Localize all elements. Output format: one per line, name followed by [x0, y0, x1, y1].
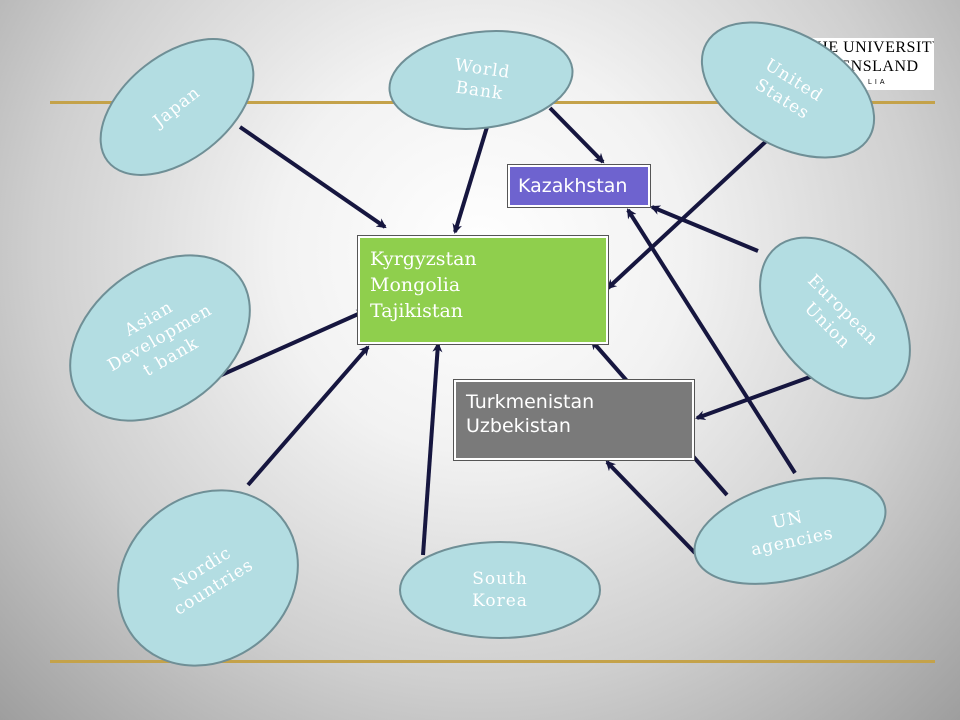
target-kyrgyzstan-mongolia-tajikistan: Kyrgyzstan Mongolia Tajikistan [357, 235, 609, 345]
arrow-eu-to-kazakhstan [650, 205, 759, 253]
arrow-south_korea-to-central [421, 342, 443, 556]
donor-ellipse-united-states [700, 21, 876, 159]
donor-ellipse-eu [759, 236, 911, 400]
arrow-world_bank-to-kazakhstan [548, 106, 605, 164]
donor-ellipse-adb [69, 254, 251, 422]
arrow-adb-to-central [207, 309, 367, 383]
bottom-rule [50, 660, 935, 663]
donor-label-south-korea: South Korea [472, 569, 528, 611]
logo-line-1: THE UNIVERSITY [806, 39, 934, 56]
arrow-un-to-kazakhstan [626, 208, 797, 475]
arrow-un-to-turkmen [605, 460, 697, 555]
arrow-eu-to-turkmen [695, 371, 822, 420]
arrow-nordic-to-central [246, 345, 370, 487]
donor-label-world-bank: World Bank [453, 55, 512, 105]
donor-ellipse-un [693, 477, 887, 585]
donor-ellipse-japan [99, 38, 255, 176]
arrow-world_bank-to-central [452, 126, 489, 234]
arrow-japan-to-central [238, 125, 387, 229]
target-kazakhstan: Kazakhstan [507, 164, 651, 208]
donor-ellipse-nordic [117, 489, 299, 667]
arrow-united_states-to-central [606, 131, 777, 290]
donor-ellipse-world-bank [388, 30, 574, 130]
donor-ellipse-south-korea [399, 541, 601, 639]
logo-line-3: LIA [868, 79, 888, 86]
target-turkmenistan-uzbekistan: Turkmenistan Uzbekistan [453, 379, 695, 461]
